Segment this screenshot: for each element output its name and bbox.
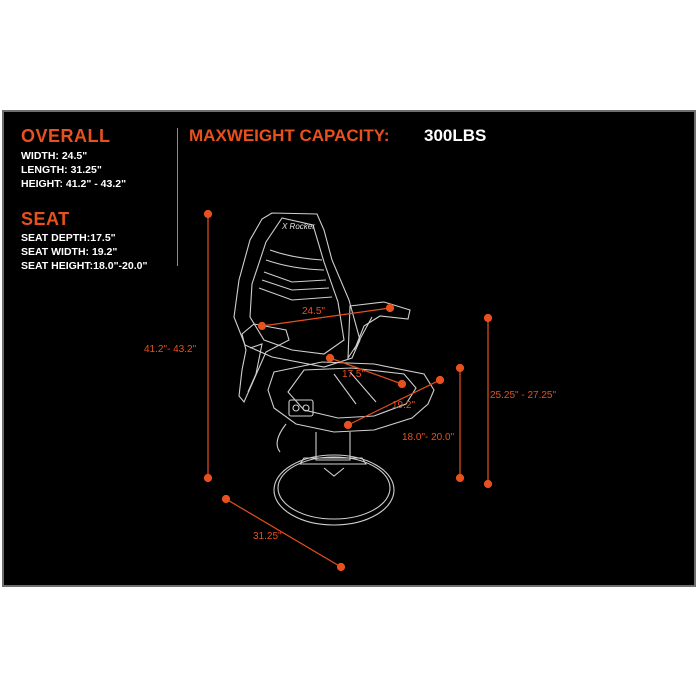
chair-dimension-diagram: X Rocker [144,209,556,572]
seat-width-dimension-label: 19.2" [392,400,415,411]
dimension-lines [203,209,493,572]
seat-depth: SEAT DEPTH:17.5" [21,232,116,244]
length-dimension-label: 31.25" [253,531,282,542]
width-dimension-label: 24.5" [302,306,325,317]
max-weight-label: MAXWEIGHT CAPACITY: [189,126,390,145]
seat-heading: SEAT [21,209,70,229]
seat-depth-dimension-label: 17.5" [342,369,365,380]
seat-width: SEAT WIDTH: 19.2" [21,246,118,258]
overall-height: HEIGHT: 41.2" - 43.2" [21,178,127,190]
arm-height-dimension-label: 25.25" - 27.25" [490,390,556,401]
max-weight-value: 300LBS [424,126,487,145]
spec-panel: OVERALL WIDTH: 24.5" LENGTH: 31.25" HEIG… [2,110,696,587]
overall-heading: OVERALL [21,126,111,146]
seat-height: SEAT HEIGHT:18.0"-20.0" [21,260,148,272]
seat-height-dimension-label: 18.0"- 20.0" [402,432,455,443]
overall-width: WIDTH: 24.5" [21,150,88,162]
chair-outline [233,212,435,526]
overall-length: LENGTH: 31.25" [21,164,102,176]
column-divider [177,128,178,266]
height-dimension-label: 41.2"- 43.2" [144,344,197,355]
brand-logo: X Rocker [281,222,315,231]
